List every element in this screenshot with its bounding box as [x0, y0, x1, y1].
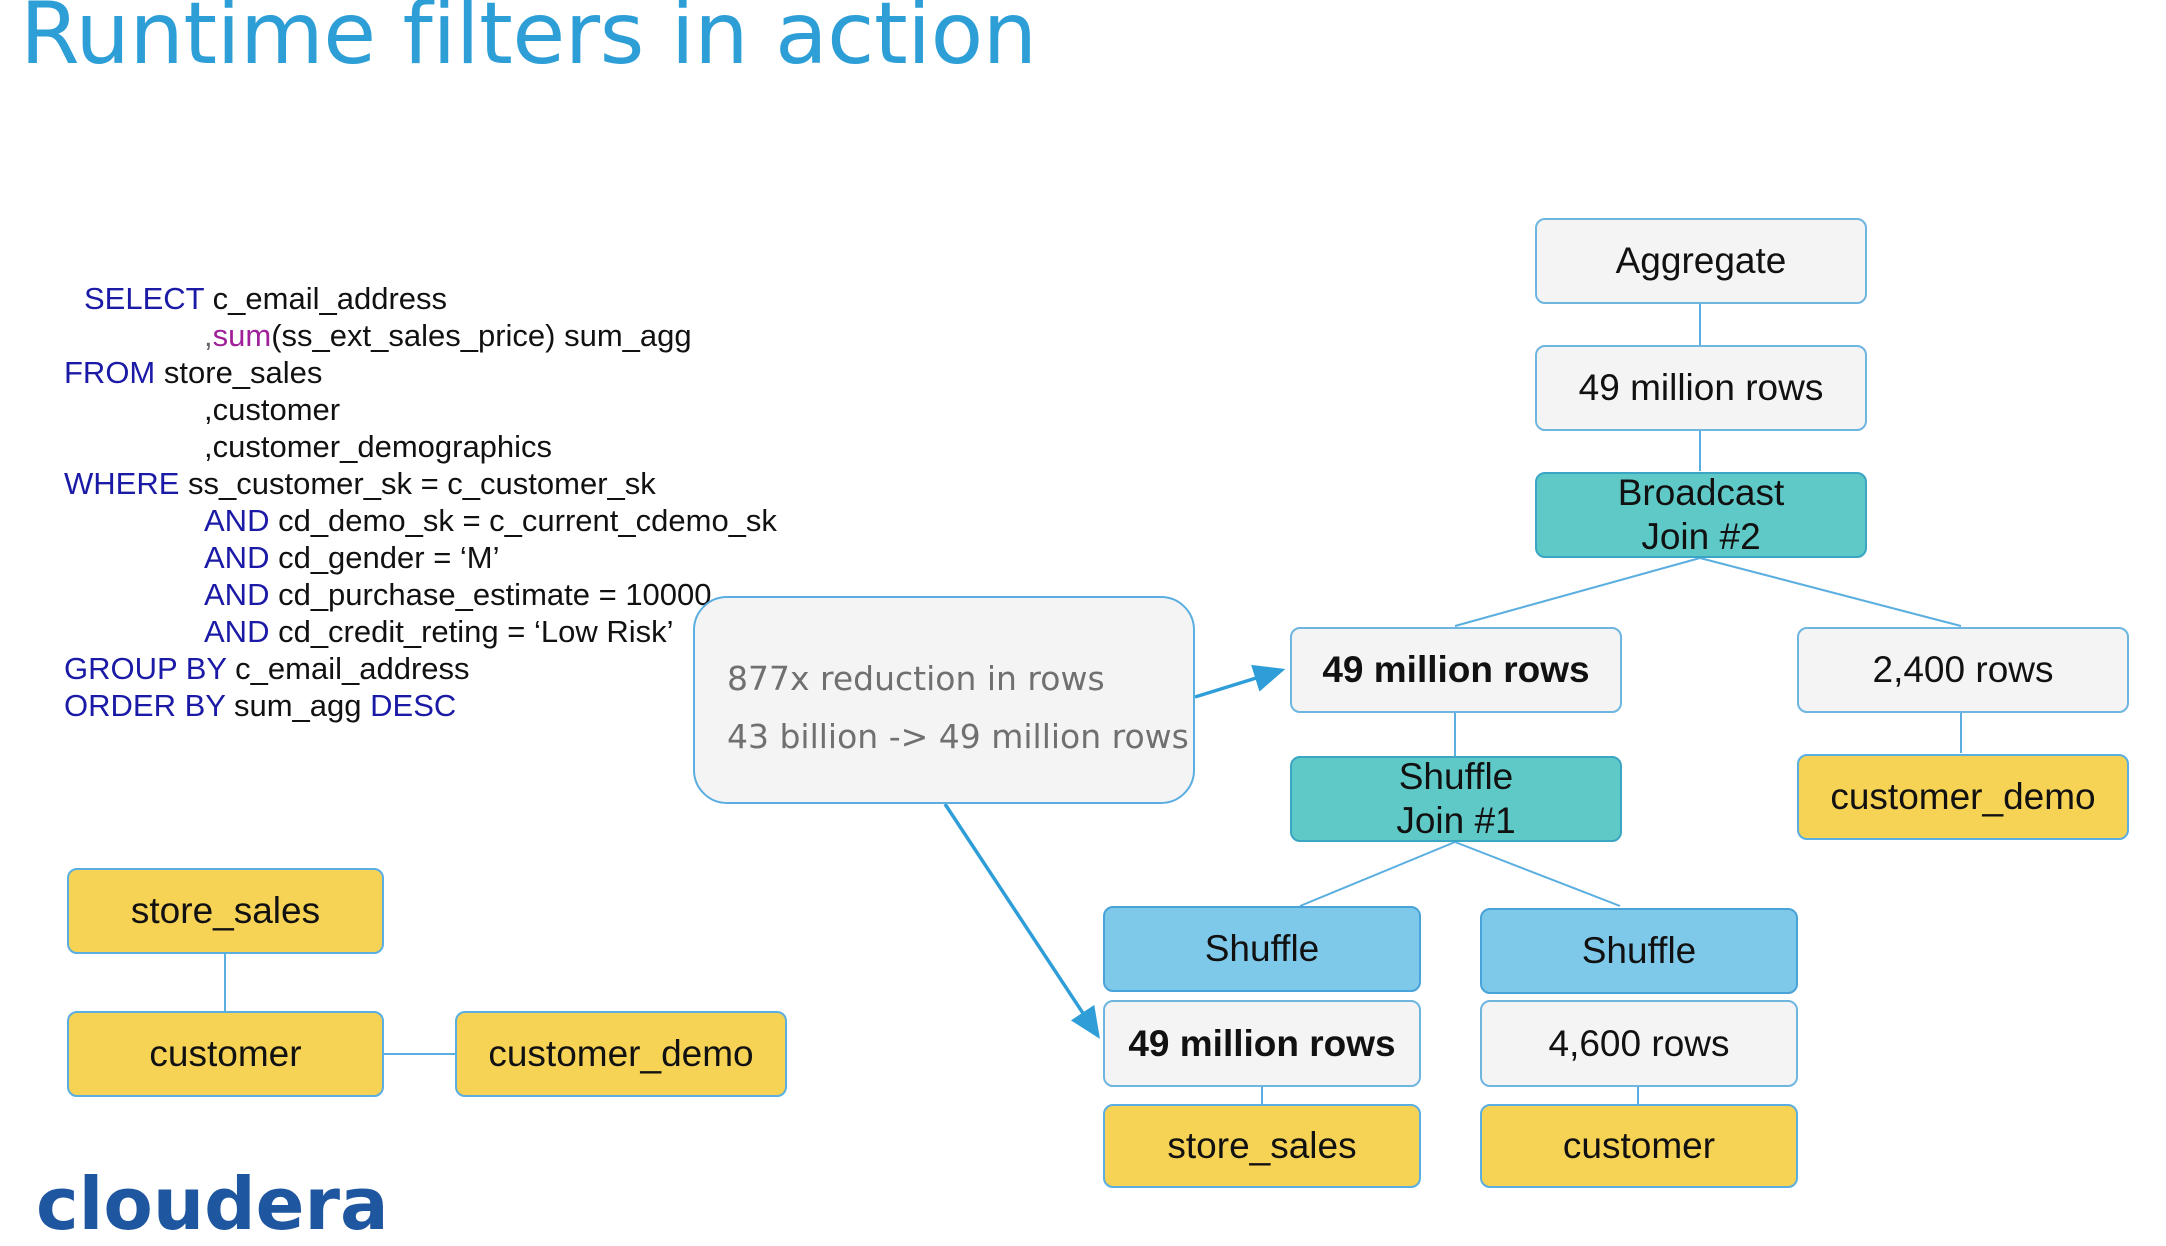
sql-keyword: DESC	[370, 688, 457, 723]
plan-aggregate-rows: 49 million rows	[1535, 345, 1867, 431]
sql-comma: ,	[204, 318, 213, 353]
plan-shuffle-right: Shuffle	[1480, 908, 1798, 994]
sql-keyword: ORDER BY	[64, 688, 226, 723]
plan-right-rows: 2,400 rows	[1797, 627, 2129, 713]
sql-text: ,customer_demographics	[204, 429, 553, 464]
cloudera-logo: cloudera	[36, 1162, 389, 1246]
plan-table-customer: customer	[1480, 1104, 1798, 1188]
sql-query: SELECT c_email_address ,sum(ss_ext_sales…	[64, 280, 777, 724]
plan-table-customer-demo: customer_demo	[1797, 754, 2129, 840]
callout-line-1: 877x reduction in rows	[727, 659, 1105, 698]
sql-function: sum	[212, 318, 272, 353]
sql-line-and-2: AND cd_gender = ‘M’	[64, 539, 777, 576]
sql-line-from: FROM store_sales	[64, 354, 777, 391]
edge-broadcast-left	[1454, 557, 1701, 627]
sql-line-sum: ,sum(ss_ext_sales_price) sum_agg	[64, 317, 777, 354]
schema-table-customer: customer	[67, 1011, 384, 1097]
plan-store-sales-rows: 49 million rows	[1103, 1000, 1421, 1087]
sql-keyword: FROM	[64, 355, 156, 390]
plan-shuffle-left: Shuffle	[1103, 906, 1421, 992]
schema-table-customer-demo: customer_demo	[455, 1011, 787, 1097]
plan-customer-rows: 4,600 rows	[1480, 1000, 1798, 1087]
sql-line-order: ORDER BY sum_agg DESC	[64, 687, 777, 724]
plan-left-rows: 49 million rows	[1290, 627, 1622, 713]
sql-text: store_sales	[163, 355, 323, 390]
sql-text: ss_customer_sk = c_customer_sk	[188, 466, 656, 501]
plan-table-store-sales: store_sales	[1103, 1104, 1421, 1188]
plan-shuffle-join: Shuffle Join #1	[1290, 756, 1622, 842]
sql-line-from-2: ,customer	[64, 391, 777, 428]
sql-keyword: AND	[204, 503, 270, 538]
sql-text: cd_demo_sk = c_current_cdemo_sk	[278, 503, 777, 538]
reduction-callout: 877x reduction in rows 43 billion -> 49 …	[693, 596, 1195, 804]
sql-keyword: SELECT	[84, 281, 205, 316]
sql-text: (ss_ext_sales_price) sum_agg	[271, 318, 692, 353]
plan-broadcast-join: Broadcast Join #2	[1535, 472, 1867, 558]
sql-text: cd_purchase_estimate = 10000	[278, 577, 712, 612]
edge-broadcast-right	[1699, 557, 1962, 627]
sql-line-where: WHERE ss_customer_sk = c_customer_sk	[64, 465, 777, 502]
sql-text: cd_credit_reting = ‘Low Risk’	[278, 614, 674, 649]
sql-line-select: SELECT c_email_address	[64, 280, 777, 317]
callout-line-2: 43 billion -> 49 million rows	[727, 717, 1189, 756]
slide-title: Runtime filters in action	[20, 0, 1037, 84]
sql-text: c_email_address	[212, 281, 448, 316]
sql-line-and-1: AND cd_demo_sk = c_current_cdemo_sk	[64, 502, 777, 539]
callout-arrow-to-scan	[943, 803, 1100, 1039]
sql-text: ,customer	[204, 392, 341, 427]
connector-lines	[224, 303, 1962, 1104]
sql-text: c_email_address	[235, 651, 470, 686]
plan-aggregate: Aggregate	[1535, 218, 1867, 304]
sql-keyword: GROUP BY	[64, 651, 227, 686]
callout-arrow-to-join	[1194, 664, 1286, 699]
sql-text: sum_agg	[233, 688, 362, 723]
edge-join-shuffle-right	[1454, 841, 1621, 907]
sql-keyword: AND	[204, 540, 270, 575]
sql-keyword: WHERE	[64, 466, 180, 501]
schema-table-store-sales: store_sales	[67, 868, 384, 954]
sql-keyword: AND	[204, 614, 270, 649]
sql-line-group: GROUP BY c_email_address	[64, 650, 777, 687]
sql-line-and-4: AND cd_credit_reting = ‘Low Risk’	[64, 613, 777, 650]
sql-keyword: AND	[204, 577, 270, 612]
sql-text: cd_gender = ‘M’	[278, 540, 500, 575]
edge-join-shuffle-left	[1299, 841, 1456, 907]
sql-line-and-3: AND cd_purchase_estimate = 10000	[64, 576, 777, 613]
sql-line-from-3: ,customer_demographics	[64, 428, 777, 465]
